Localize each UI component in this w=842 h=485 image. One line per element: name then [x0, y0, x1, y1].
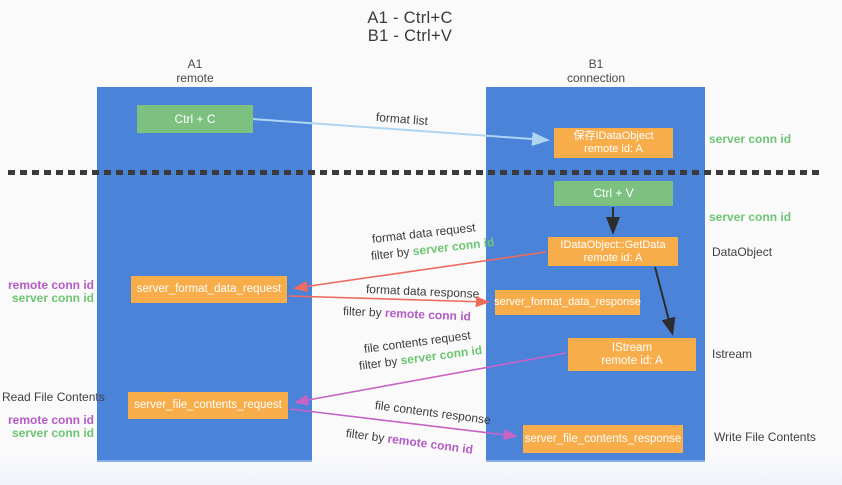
node-getdata-line1: IDataObject::GetData: [560, 238, 666, 251]
lane-a1-role: remote: [176, 71, 214, 85]
annotation-dataobject: DataObject: [712, 245, 773, 259]
annotation-format-remote-conn-id: remote conn id: [7, 278, 94, 292]
node-ctrl-v: Ctrl + V: [554, 181, 673, 206]
label-format-response-filter: filter by remote conn id: [343, 304, 472, 324]
diagram-title: A1 - Ctrl+C B1 - Ctrl+V: [310, 9, 510, 45]
node-getdata-line2: remote id: A: [583, 251, 643, 264]
lane-header-b1: B1 connection: [536, 57, 656, 85]
node-server-format-data-response-label: server_format_data_response: [494, 296, 641, 308]
annotation-write-file-contents: Write File Contents: [714, 430, 816, 444]
title-line-b1: B1 - Ctrl+V: [367, 27, 453, 45]
node-server-format-data-request-label: server_format_data_request: [136, 283, 282, 295]
node-server-format-data-response: server_format_data_response: [494, 290, 641, 315]
label-file-response-filter-prefix: filter by: [345, 426, 389, 446]
annotation-read-file-contents: Read File Contents: [2, 390, 105, 404]
annotation-file-remote-conn-id: remote conn id: [7, 413, 94, 427]
node-ctrl-c-label: Ctrl + C: [174, 111, 216, 126]
node-server-format-data-request: server_format_data_request: [131, 276, 287, 303]
label-file-response-filter: filter by remote conn id: [345, 426, 474, 457]
label-format-request-filter-prefix: filter by: [370, 244, 414, 263]
title-line-a1: A1 - Ctrl+C: [367, 9, 453, 27]
node-save-idataobject: 保存IDataObject remote id: A: [554, 128, 673, 158]
node-istream-line2: remote id: A: [601, 354, 663, 367]
label-format-list: format list: [375, 110, 429, 129]
annotation-istream: Istream: [712, 347, 753, 361]
annotation-file-server-conn-id: server conn id: [11, 426, 94, 440]
annotation-server-conn-id-top: server conn id: [709, 132, 792, 146]
node-save-idataobject-line2: remote id: A: [584, 143, 643, 155]
node-server-file-contents-request-label: server_file_contents_request: [134, 399, 282, 411]
label-file-response-filter-key: remote conn id: [386, 431, 474, 457]
label-format-data-response: format data response: [365, 282, 480, 301]
label-file-contents-response: file contents response: [374, 398, 492, 428]
annotation-server-conn-id-mid: server conn id: [709, 210, 792, 224]
node-istream: IStream remote id: A: [568, 338, 696, 371]
node-istream-line1: IStream: [611, 341, 653, 354]
node-ctrl-v-label: Ctrl + V: [593, 186, 634, 200]
session-divider-dashed-line: [8, 170, 823, 175]
node-save-idataobject-line1: 保存IDataObject: [573, 130, 654, 142]
node-server-file-contents-response-label: server_file_contents_response: [524, 432, 682, 445]
label-format-response-filter-key: remote conn id: [384, 305, 472, 324]
lane-header-a1: A1 remote: [137, 57, 253, 85]
label-file-request-filter-prefix: filter by: [358, 353, 402, 373]
node-ctrl-c: Ctrl + C: [137, 105, 253, 133]
node-server-file-contents-response: server_file_contents_response: [523, 425, 683, 453]
node-idataobject-getdata: IDataObject::GetData remote id: A: [548, 237, 678, 266]
annotation-format-server-conn-id: server conn id: [11, 291, 94, 305]
lane-b1-role: connection: [566, 71, 626, 85]
label-format-response-filter-prefix: filter by: [342, 304, 386, 320]
node-server-file-contents-request: server_file_contents_request: [128, 392, 288, 419]
lane-a1-name: A1: [187, 57, 203, 71]
lane-b1-name: B1: [588, 57, 604, 71]
